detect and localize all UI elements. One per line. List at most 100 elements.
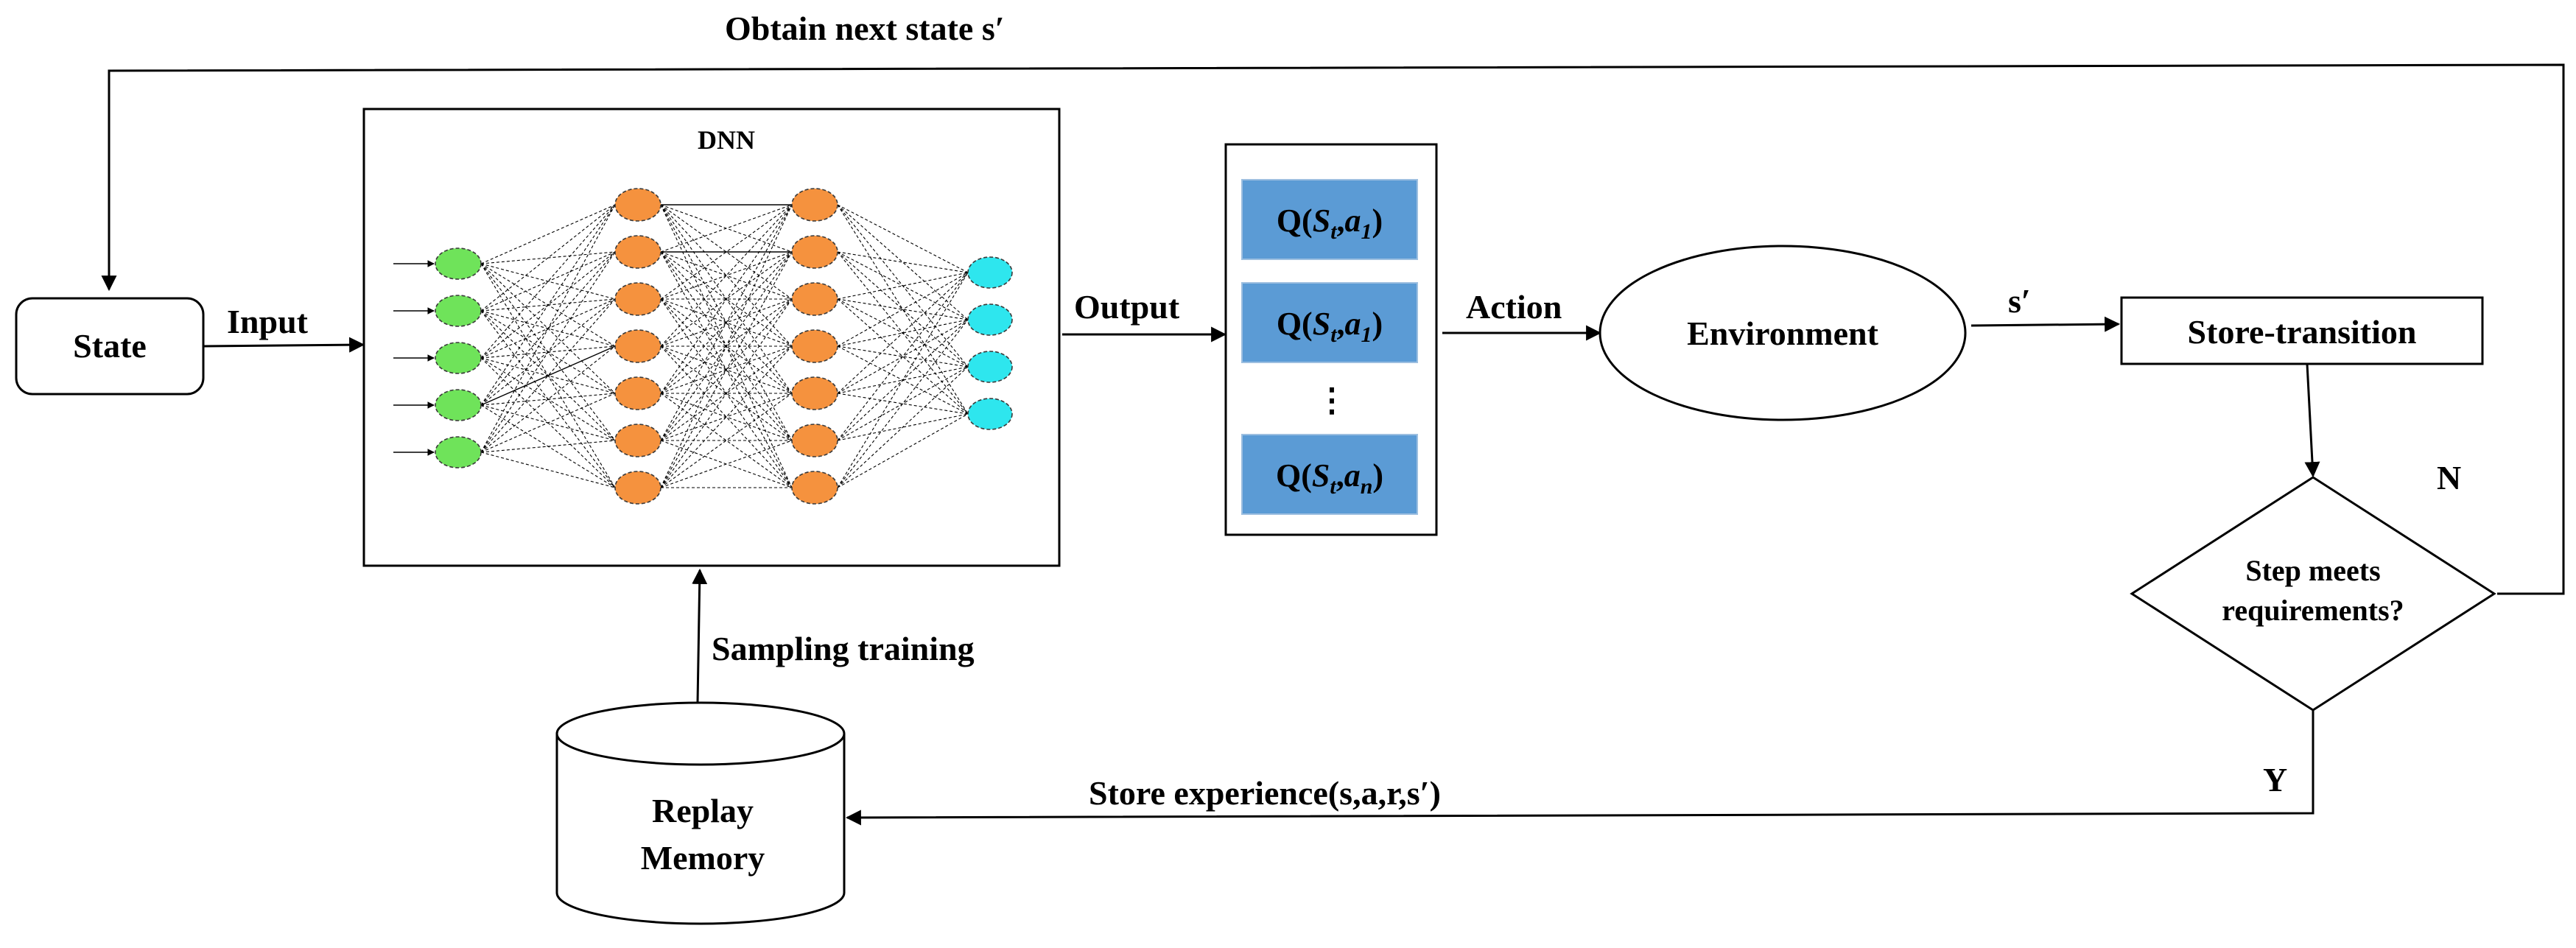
q-value-label: Q(St,an): [1276, 457, 1383, 499]
hidden1-neuron: [614, 376, 661, 410]
network-connection: [480, 452, 616, 488]
transition-to-decision-arrow: [2304, 363, 2320, 478]
store-experience-label: Store experience(s,a,r,s′): [1089, 774, 1441, 812]
network-connection: [837, 272, 969, 488]
hidden1-neuron: [614, 188, 661, 222]
network-connection: [837, 251, 969, 320]
q-value-label: Q(St,a1): [1277, 306, 1383, 347]
network-connection: [480, 251, 616, 359]
q-value-label: Q(St,a1): [1277, 203, 1383, 244]
network-connections: [480, 204, 969, 488]
store-transition-node: [2120, 296, 2484, 365]
decision-label-line2: requirements?: [2222, 594, 2404, 627]
hidden1-neuron: [614, 329, 661, 363]
network-connection: [837, 272, 969, 300]
network-connection: [660, 204, 793, 441]
network-connection: [837, 319, 969, 394]
network-connection: [660, 298, 793, 441]
network-connection: [660, 345, 793, 441]
q-dots: ⋮: [1316, 382, 1348, 418]
network-connection: [837, 366, 969, 488]
yes-label: Y: [2263, 761, 2287, 798]
sampling-training-label: Sampling training: [712, 630, 975, 667]
sampling-training-arrow: [692, 568, 708, 703]
network-connection: [480, 251, 616, 264]
network-connection: [837, 272, 969, 347]
network-connection: [660, 251, 793, 347]
replay-memory-node: [555, 701, 846, 925]
hidden1-neuron: [614, 471, 661, 505]
network-connection: [480, 204, 616, 264]
replay-label-line2: Memory: [641, 839, 765, 877]
network-connection: [480, 251, 616, 453]
hidden1-neuron: [614, 424, 661, 457]
network-connection: [660, 440, 793, 488]
input-neuron: [435, 436, 482, 468]
network-connection: [837, 319, 969, 347]
network-connection: [660, 251, 793, 488]
network-connection: [480, 440, 616, 453]
feedback-arrow: [101, 63, 2565, 595]
hidden2-neuron: [791, 235, 838, 269]
network-connection: [480, 393, 616, 453]
state-label: State: [73, 327, 147, 365]
network-connection: [837, 413, 969, 441]
q-value-list: Q(St,a1) Q(St,a1) Q(St,an): [1241, 179, 1418, 515]
input-neuron: [435, 389, 482, 421]
network-connection: [660, 251, 793, 300]
hidden2-neuron: [791, 424, 838, 457]
q-value-box-bg: [1241, 179, 1418, 260]
q-value-box: Q(St,a1): [1241, 179, 1418, 260]
network-connection: [837, 272, 969, 441]
network-connection: [660, 345, 793, 488]
network-connection: [660, 251, 793, 394]
network-connection: [837, 298, 969, 320]
network-connection: [660, 298, 793, 488]
store-transition-label: Store-transition: [2188, 313, 2417, 351]
hidden2-neuron: [791, 376, 838, 410]
network-connection: [660, 393, 793, 488]
network-connection: [660, 298, 793, 394]
output-neuron: [967, 398, 1013, 430]
network-connection: [837, 319, 969, 488]
network-connection: [837, 204, 969, 273]
hidden2-neuron: [791, 188, 838, 222]
output-neuron: [967, 351, 1013, 383]
q-value-box: Q(St,a1): [1241, 282, 1418, 363]
input-label: Input: [227, 303, 309, 340]
network-connection: [480, 393, 616, 406]
hidden1-neuron: [614, 235, 661, 269]
input-arrow: [203, 337, 365, 353]
network-connection: [837, 393, 969, 415]
neural-network: [393, 188, 1013, 505]
network-connection: [837, 298, 969, 415]
network-connection: [660, 204, 793, 347]
q-value-box-bg: [1241, 282, 1418, 363]
network-connection: [480, 298, 616, 406]
replay-label-line1: Replay: [652, 792, 754, 829]
hidden2-neuron: [791, 282, 838, 316]
output-neuron: [967, 256, 1013, 289]
network-connection: [480, 345, 616, 453]
dnn-box: [362, 108, 1061, 567]
network-connection: [660, 204, 793, 394]
hidden2-neuron: [791, 471, 838, 505]
q-value-box: Q(St,an): [1241, 434, 1418, 515]
top-feedback-label: Obtain next state s′: [725, 10, 1005, 47]
q-value-box-bg: [1241, 434, 1418, 515]
network-connection: [660, 204, 793, 300]
action-label: Action: [1466, 288, 1562, 326]
dnn-label: DNN: [698, 125, 755, 155]
network-connection: [660, 393, 793, 441]
network-connection: [480, 345, 616, 406]
network-connection: [660, 393, 793, 488]
network-connection: [480, 204, 616, 312]
store-experience-arrow: [845, 710, 2314, 826]
output-neuron: [967, 303, 1013, 336]
environment-node: [1598, 245, 1967, 421]
network-connection: [660, 204, 793, 253]
network-connection: [837, 366, 969, 441]
network-connection: [660, 204, 793, 488]
network-connection: [837, 366, 969, 394]
